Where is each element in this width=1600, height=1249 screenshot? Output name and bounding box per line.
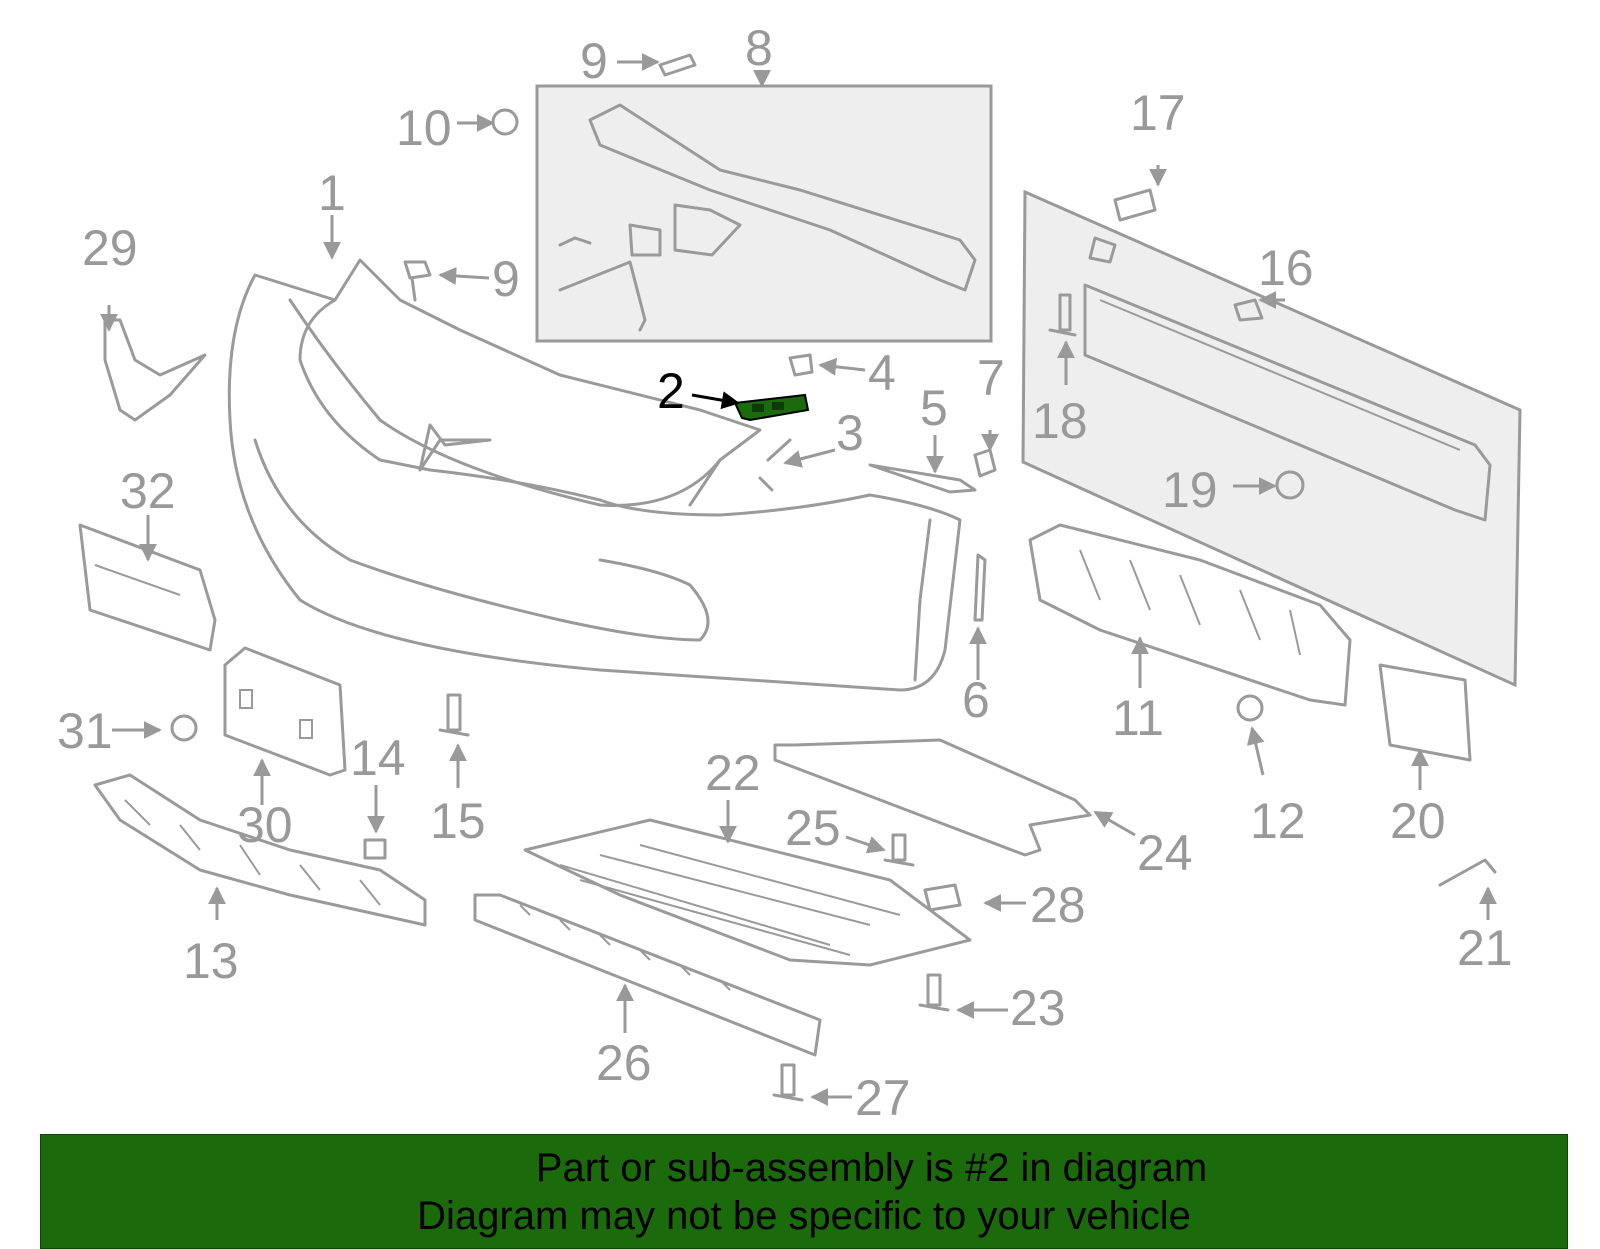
callout-18: 18 — [1032, 393, 1088, 449]
part-11-energy-absorber — [1028, 523, 1352, 707]
callout-labels: 1 2 3 4 5 6 7 8 9 9 10 11 12 13 14 15 16… — [57, 20, 1513, 1126]
callout-2: 2 — [657, 363, 685, 419]
callout-22: 22 — [705, 745, 761, 801]
part-2-bracket — [733, 393, 810, 422]
callout-25: 25 — [785, 800, 841, 856]
part-13-deflector — [93, 773, 427, 927]
callout-9-top: 9 — [580, 33, 608, 89]
callout-24: 24 — [1137, 825, 1193, 881]
part-30-plate-bracket — [223, 646, 347, 777]
callout-6: 6 — [962, 672, 990, 728]
callout-21: 21 — [1457, 920, 1513, 976]
part-1-bumper-cover — [227, 258, 962, 692]
banner-line-part: Part or sub-assembly is #2 in diagram — [535, 1145, 1208, 1190]
parts-diagram: 1 2 3 4 5 6 7 8 9 9 10 11 12 13 14 15 16… — [57, 20, 1522, 1126]
callout-17: 17 — [1130, 85, 1186, 141]
callout-11: 11 — [1112, 690, 1164, 746]
callout-15: 15 — [430, 793, 486, 849]
callout-26: 26 — [596, 1035, 652, 1091]
callout-31: 31 — [57, 703, 113, 759]
callout-8: 8 — [745, 20, 773, 76]
callout-12: 12 — [1250, 793, 1306, 849]
part-8-reinforcement-box — [535, 84, 993, 343]
callout-32: 32 — [120, 463, 176, 519]
callout-10: 10 — [396, 100, 452, 156]
callout-19: 19 — [1162, 462, 1218, 518]
callout-3: 3 — [836, 405, 864, 461]
callout-4: 4 — [868, 345, 896, 401]
callout-29: 29 — [82, 220, 138, 276]
part-22-shield — [523, 818, 972, 967]
callout-23: 23 — [1010, 980, 1066, 1036]
callout-13: 13 — [183, 933, 239, 989]
part-29-emblem — [103, 318, 207, 422]
callout-30: 30 — [237, 797, 293, 853]
part-24-panel — [773, 738, 1092, 857]
callout-14: 14 — [350, 730, 406, 786]
part-26-deflector — [473, 893, 822, 1057]
part-32-emblem — [78, 523, 217, 652]
callout-1: 1 — [318, 165, 346, 221]
callout-20: 20 — [1390, 793, 1446, 849]
callout-arrows — [100, 53, 1497, 1106]
callout-9: 9 — [492, 251, 520, 307]
callout-5: 5 — [920, 380, 948, 436]
banner-line-disclaimer: Diagram may not be specific to your vehi… — [417, 1193, 1191, 1238]
callout-16: 16 — [1258, 240, 1314, 296]
callout-7: 7 — [977, 350, 1005, 406]
part-16-panel — [1021, 189, 1522, 688]
info-banner: Part or sub-assembly is #2 in diagram Di… — [40, 1134, 1568, 1249]
hardware-fasteners — [170, 53, 1497, 1102]
callout-27: 27 — [855, 1070, 911, 1126]
callout-28: 28 — [1030, 877, 1086, 933]
